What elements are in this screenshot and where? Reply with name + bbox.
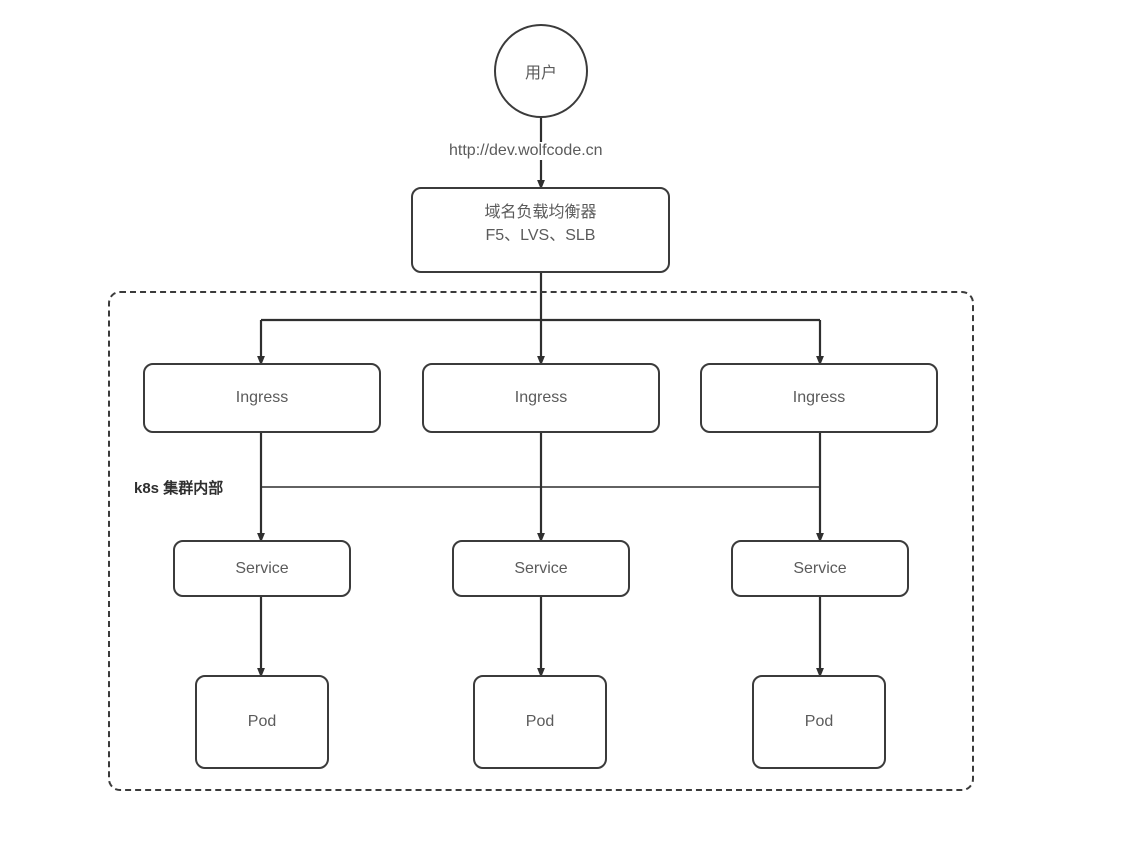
- node-service-1[interactable]: Service: [173, 540, 351, 597]
- k8s-cluster-label: k8s 集群内部: [131, 477, 227, 498]
- node-service-2[interactable]: Service: [452, 540, 630, 597]
- node-user-label: 用户: [524, 65, 557, 82]
- node-ingress-2-label: Ingress: [514, 389, 568, 406]
- k8s-cluster-boundary: [108, 291, 974, 791]
- node-user[interactable]: 用户: [494, 24, 588, 118]
- node-ingress-3[interactable]: Ingress: [700, 363, 938, 433]
- load-balancer-line-1: 域名负载均衡器: [484, 204, 597, 221]
- node-ingress-2[interactable]: Ingress: [422, 363, 660, 433]
- node-pod-3-label: Pod: [804, 713, 834, 730]
- node-service-2-label: Service: [514, 559, 568, 577]
- node-pod-2[interactable]: Pod: [473, 675, 607, 769]
- node-ingress-3-label: Ingress: [792, 389, 846, 406]
- edge-label-url: http://dev.wolfcode.cn: [446, 142, 606, 160]
- node-ingress-1-label: Ingress: [235, 389, 289, 406]
- load-balancer-line-2: F5、LVS、SLB: [485, 227, 596, 245]
- node-service-3-label: Service: [793, 559, 847, 577]
- node-pod-1-label: Pod: [247, 713, 277, 730]
- node-pod-2-label: Pod: [525, 713, 555, 730]
- node-pod-1[interactable]: Pod: [195, 675, 329, 769]
- node-load-balancer[interactable]: 域名负载均衡器 F5、LVS、SLB: [411, 187, 670, 273]
- node-service-3[interactable]: Service: [731, 540, 909, 597]
- node-service-1-label: Service: [235, 559, 289, 577]
- node-pod-3[interactable]: Pod: [752, 675, 886, 769]
- node-ingress-1[interactable]: Ingress: [143, 363, 381, 433]
